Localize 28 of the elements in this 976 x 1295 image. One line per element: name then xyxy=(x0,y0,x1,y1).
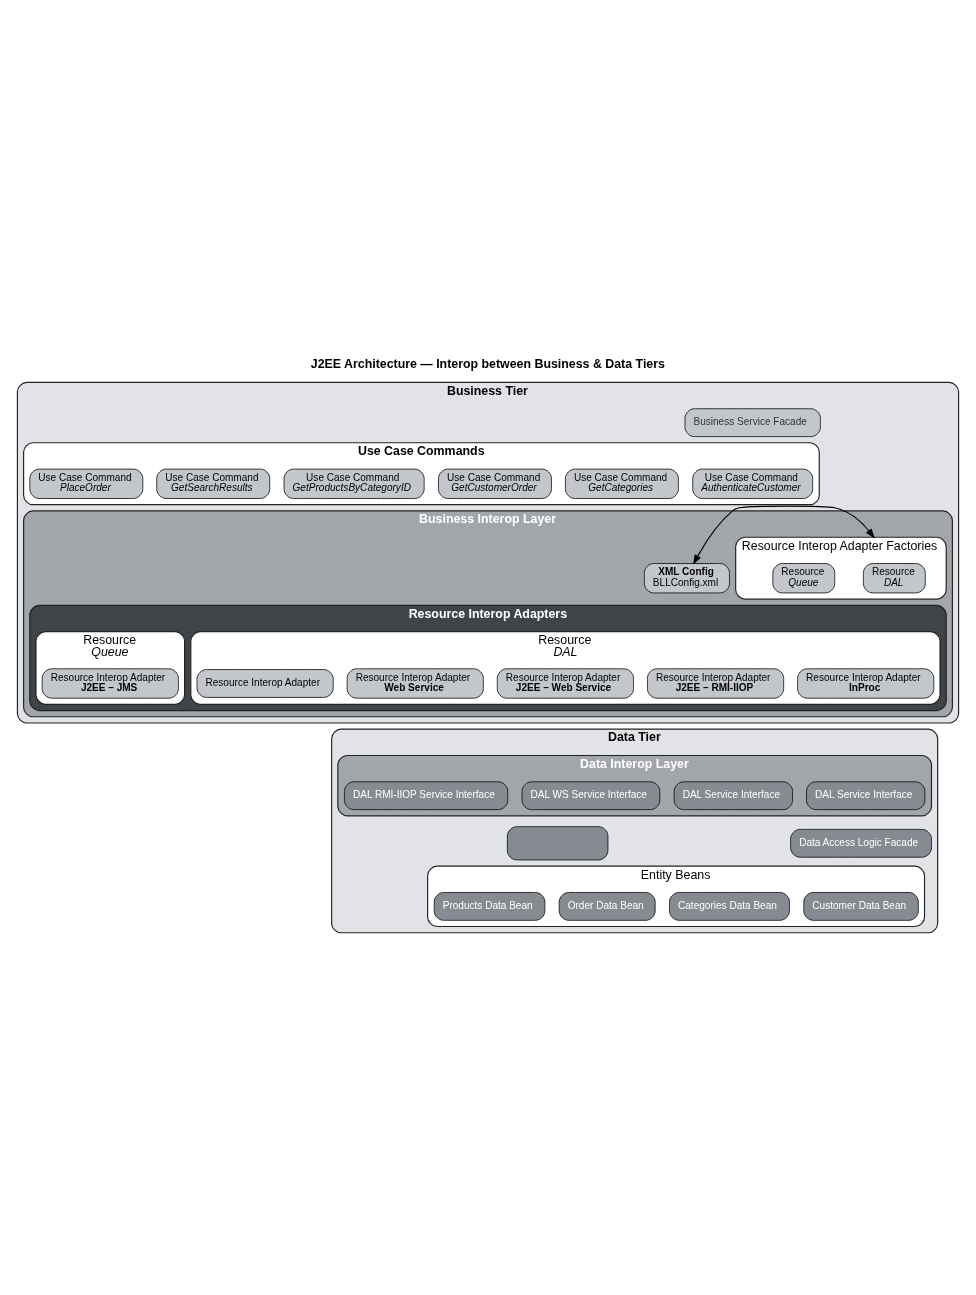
node-box: Data Access Logic Facade xyxy=(790,829,932,858)
node-box: Resource Interop Adapter J2EE – RMI-IIOP xyxy=(647,668,785,699)
node-box: DAL Service Interface xyxy=(806,781,926,811)
node-box: Order Data Bean xyxy=(558,892,656,921)
node-box: Customer Data Bean xyxy=(803,892,919,921)
arrow xyxy=(693,505,875,565)
node-box: Use Case Command AuthenticateCustomer xyxy=(692,468,814,499)
node-box: Use Case Command GetProductsByCategoryID xyxy=(283,468,425,499)
node-box: DAL Service Interface xyxy=(673,781,793,811)
node-box: Resource Queue xyxy=(772,563,836,594)
node-box: Categories Data Bean xyxy=(669,892,790,921)
node-box: Resource Interop Adapter Web Service xyxy=(346,668,484,699)
node-box: Resource Interop Adapter InProc xyxy=(797,668,935,699)
node-box: Use Case Command PlaceOrder xyxy=(29,468,144,499)
node-box: DAL WS Service Interface xyxy=(521,781,661,811)
node-box: Use Case Command GetCustomerOrder xyxy=(438,468,552,499)
diagram-title: J2EE Architecture — Interop between Business & Data Tiers xyxy=(310,357,665,372)
node-box xyxy=(506,826,609,861)
node-box: Business Service Facade xyxy=(684,408,821,437)
node-box: Use Case Command GetSearchResults xyxy=(156,468,271,499)
node-box: Resource Interop Adapter xyxy=(196,669,334,698)
node-box: DAL RMI-IIOP Service Interface xyxy=(344,781,509,811)
node-box: Products Data Bean xyxy=(433,892,546,921)
node-box: Resource DAL xyxy=(863,563,926,594)
node-box: XML Config BLLConfig.xml xyxy=(643,563,730,594)
node-box: Use Case Command GetCategories xyxy=(565,468,679,499)
node-box: Resource Interop Adapter J2EE – Web Service xyxy=(496,668,634,699)
node-box: Resource Interop Adapter J2EE – JMS xyxy=(41,668,179,699)
